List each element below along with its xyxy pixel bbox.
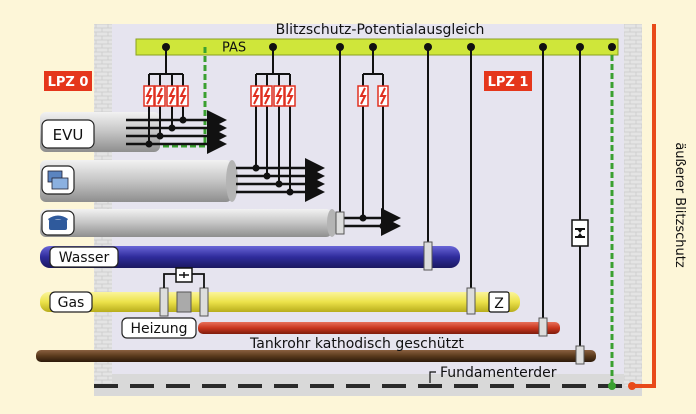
evu-label-box: EVU	[41, 119, 95, 149]
gas-pipe	[40, 292, 520, 312]
data-cable-end	[226, 160, 238, 202]
computer-icon	[47, 170, 69, 190]
foundation-earth-label: Fundamenterder	[440, 365, 557, 381]
outer-conductor-node	[628, 382, 636, 390]
telephone-shield-bond	[335, 43, 345, 235]
heating-pipe	[198, 322, 560, 334]
telephone-icon-box	[41, 210, 75, 236]
left-wall	[94, 24, 112, 386]
water-label: Wasser	[59, 250, 110, 266]
gas-meter-label: Z	[494, 296, 504, 312]
gas-meter: Z	[488, 291, 510, 313]
gas-insulating-joint	[159, 267, 209, 317]
tank-bond	[575, 43, 585, 365]
right-wall	[624, 24, 642, 386]
foundation-leader	[429, 371, 436, 383]
zone-badge-lpz1: LPZ 1	[484, 71, 532, 91]
earth-conductor-node	[608, 43, 616, 51]
data-icon-box	[41, 165, 75, 195]
heating-label: Heizung	[130, 321, 187, 337]
data-cable	[40, 160, 232, 202]
gas-bond	[466, 43, 476, 315]
gas-label-box: Gas	[49, 291, 93, 313]
zone-badge-lpz0: LPZ 0	[44, 71, 92, 91]
earth-conductor-ground-node	[608, 382, 616, 390]
diagram-title: Blitzschutz-Potentialausgleich	[276, 22, 485, 38]
heating-label-box: Heizung	[121, 317, 197, 339]
surge-arrester-group-data	[250, 43, 296, 196]
isolating-spark-gap-icon	[571, 219, 589, 247]
zone-label-lpz0: LPZ 0	[48, 75, 89, 90]
telephone-cable-end	[327, 209, 337, 237]
zone-label-lpz1: LPZ 1	[488, 75, 529, 90]
water-pipe	[40, 246, 460, 268]
gas-label: Gas	[58, 295, 85, 311]
outer-conductor	[632, 24, 656, 388]
telephone-icon	[48, 215, 68, 230]
pas-label: PAS	[222, 41, 246, 56]
surge-arrester-group-telephone	[357, 43, 389, 230]
water-label-box: Wasser	[49, 246, 119, 268]
heating-bond	[538, 43, 548, 337]
water-bond	[423, 43, 433, 271]
tank-pipe	[36, 350, 596, 362]
surge-arrester-group-evu	[143, 43, 189, 148]
tank-pipe-label: Tankrohr kathodisch geschützt	[249, 336, 464, 352]
evu-label: EVU	[53, 126, 84, 144]
outer-protection-label: äußerer Blitzschutz	[672, 142, 687, 267]
telephone-cable	[40, 209, 332, 237]
